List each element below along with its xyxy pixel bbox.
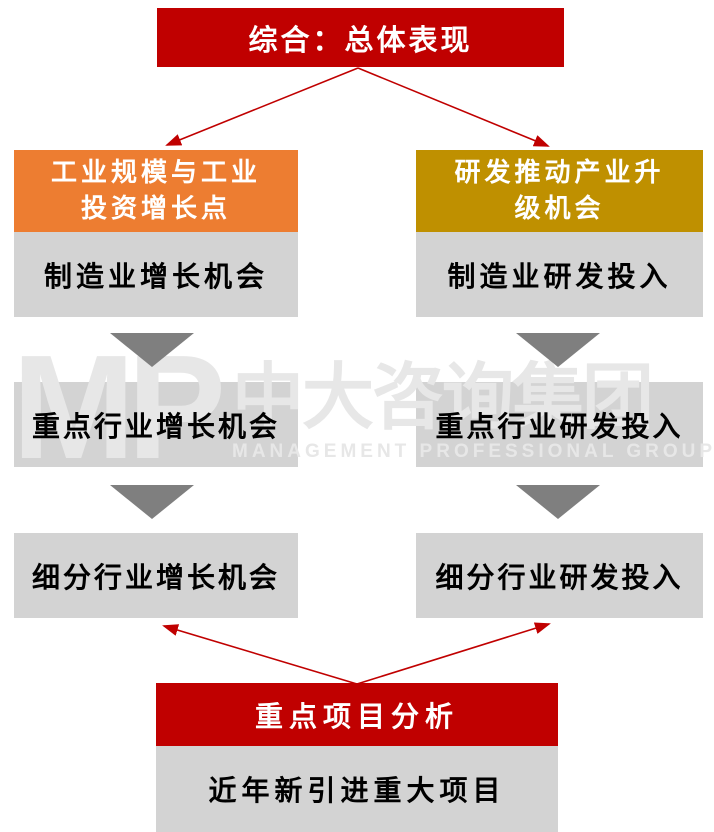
node-manufacturing-growth: 制造业增长机会 [14,232,298,317]
arrow-top-to-left [165,67,359,146]
arrow-bottom-to-right [356,622,551,685]
node-overall-performance-label: 综合：总体表现 [248,24,473,57]
node-label: 近年新引进重大项目 [208,776,506,807]
node-label: 重点项目分析 [254,701,459,733]
arrow-bottom-to-left [162,624,358,685]
watermark-text-block: 中大咨询集团 MANAGEMENT PROFESSIONAL GROUP [232,358,714,463]
node-key-projects-header: 重点项目分析 [156,683,558,746]
down-arrow-icon [516,333,600,367]
watermark-company-name: 中大咨询集团 [232,358,654,438]
down-arrow-icon [110,485,194,519]
node-subsector-rd: 细分行业研发投入 [416,533,703,618]
arrow-top-to-right [357,67,550,147]
node-label: 制造业增长机会 [43,261,268,293]
header-line: 投资增长点 [80,194,231,223]
node-new-major-projects: 近年新引进重大项目 [156,746,558,832]
node-key-industry-rd: 重点行业研发投入 [416,382,703,467]
down-arrow-icon [110,333,194,367]
down-arrow-icon [516,485,600,519]
header-line: 工业规模与工业 [50,158,261,187]
node-label: 重点行业增长机会 [31,411,280,443]
node-label: 细分行业增长机会 [31,562,280,594]
node-label: 制造业研发投入 [447,261,672,293]
node-overall-performance: 综合：总体表现 [157,8,564,67]
node-label: 细分行业研发投入 [435,562,684,594]
node-manufacturing-rd: 制造业研发投入 [416,232,703,317]
node-label: 重点行业研发投入 [435,411,684,443]
header-line: 研发推动产业升 [454,158,665,187]
node-key-industry-growth: 重点行业增长机会 [14,382,298,467]
node-industry-scale-header: 工业规模与工业 投资增长点 [14,150,298,232]
node-rd-upgrade-header: 研发推动产业升 级机会 [416,150,703,232]
watermark-company-name-en: MANAGEMENT PROFESSIONAL GROUP [232,441,714,462]
header-line: 级机会 [514,194,605,223]
node-subsector-growth: 细分行业增长机会 [14,533,298,618]
